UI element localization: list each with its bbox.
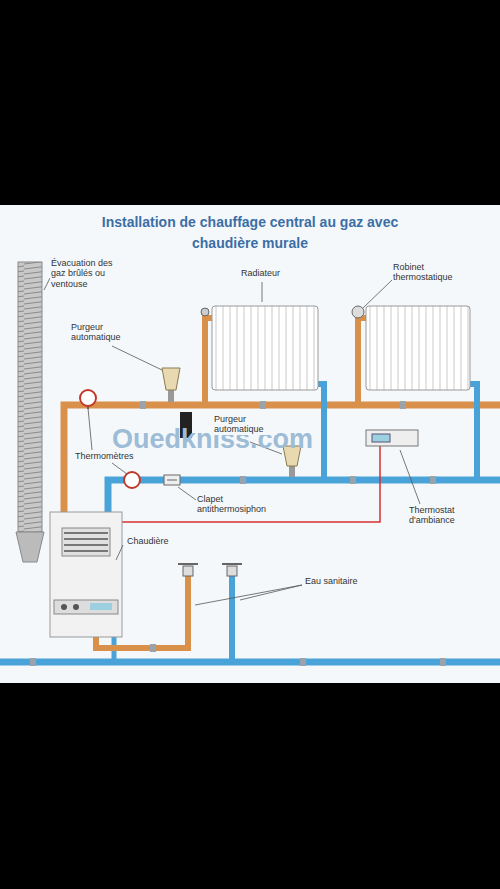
return-riser: [470, 384, 477, 480]
diagram-ground: [0, 205, 500, 683]
tap: [178, 564, 198, 576]
radiator: [366, 306, 470, 390]
callout-label: Eau sanitaire: [304, 576, 359, 586]
title: Installation de chauffage central au gaz…: [92, 212, 408, 254]
leader-lines: [44, 278, 420, 605]
callout-label: Thermomètres: [74, 451, 135, 461]
thermometer: [124, 472, 140, 488]
thermostatic-valve: [352, 306, 364, 318]
tap: [222, 564, 242, 576]
flow-pipe: [64, 405, 500, 512]
callout-label: Purgeur automatique: [70, 322, 134, 343]
thermostat-wire: [122, 446, 380, 522]
callout-label: Purgeur automatique: [213, 414, 277, 435]
flow-riser: [205, 318, 212, 405]
return-riser: [318, 384, 324, 480]
pipe-fittings: [30, 401, 446, 666]
cold-water-riser: [229, 575, 235, 662]
air-vent: [162, 368, 180, 402]
flue-pipe: [16, 262, 44, 562]
callout-label: Thermostat d'ambiance: [408, 505, 488, 526]
check-valve: [164, 475, 180, 485]
callout-label: Clapet antithermosiphon: [196, 494, 278, 515]
callout-label: Chaudière: [126, 536, 170, 546]
thermometer: [80, 390, 96, 409]
cold-water-main: [0, 659, 500, 666]
boiler: [50, 512, 122, 637]
radiator: [212, 306, 318, 390]
callout-label: Évacuation des gaz brûlés ou ventouse: [50, 258, 126, 289]
callout-label: Radiateur: [240, 268, 281, 278]
callout-label: Robinet thermostatique: [392, 262, 468, 283]
room-thermostat: [366, 430, 418, 446]
flow-riser: [358, 318, 366, 405]
radiator-valve: [201, 308, 209, 316]
